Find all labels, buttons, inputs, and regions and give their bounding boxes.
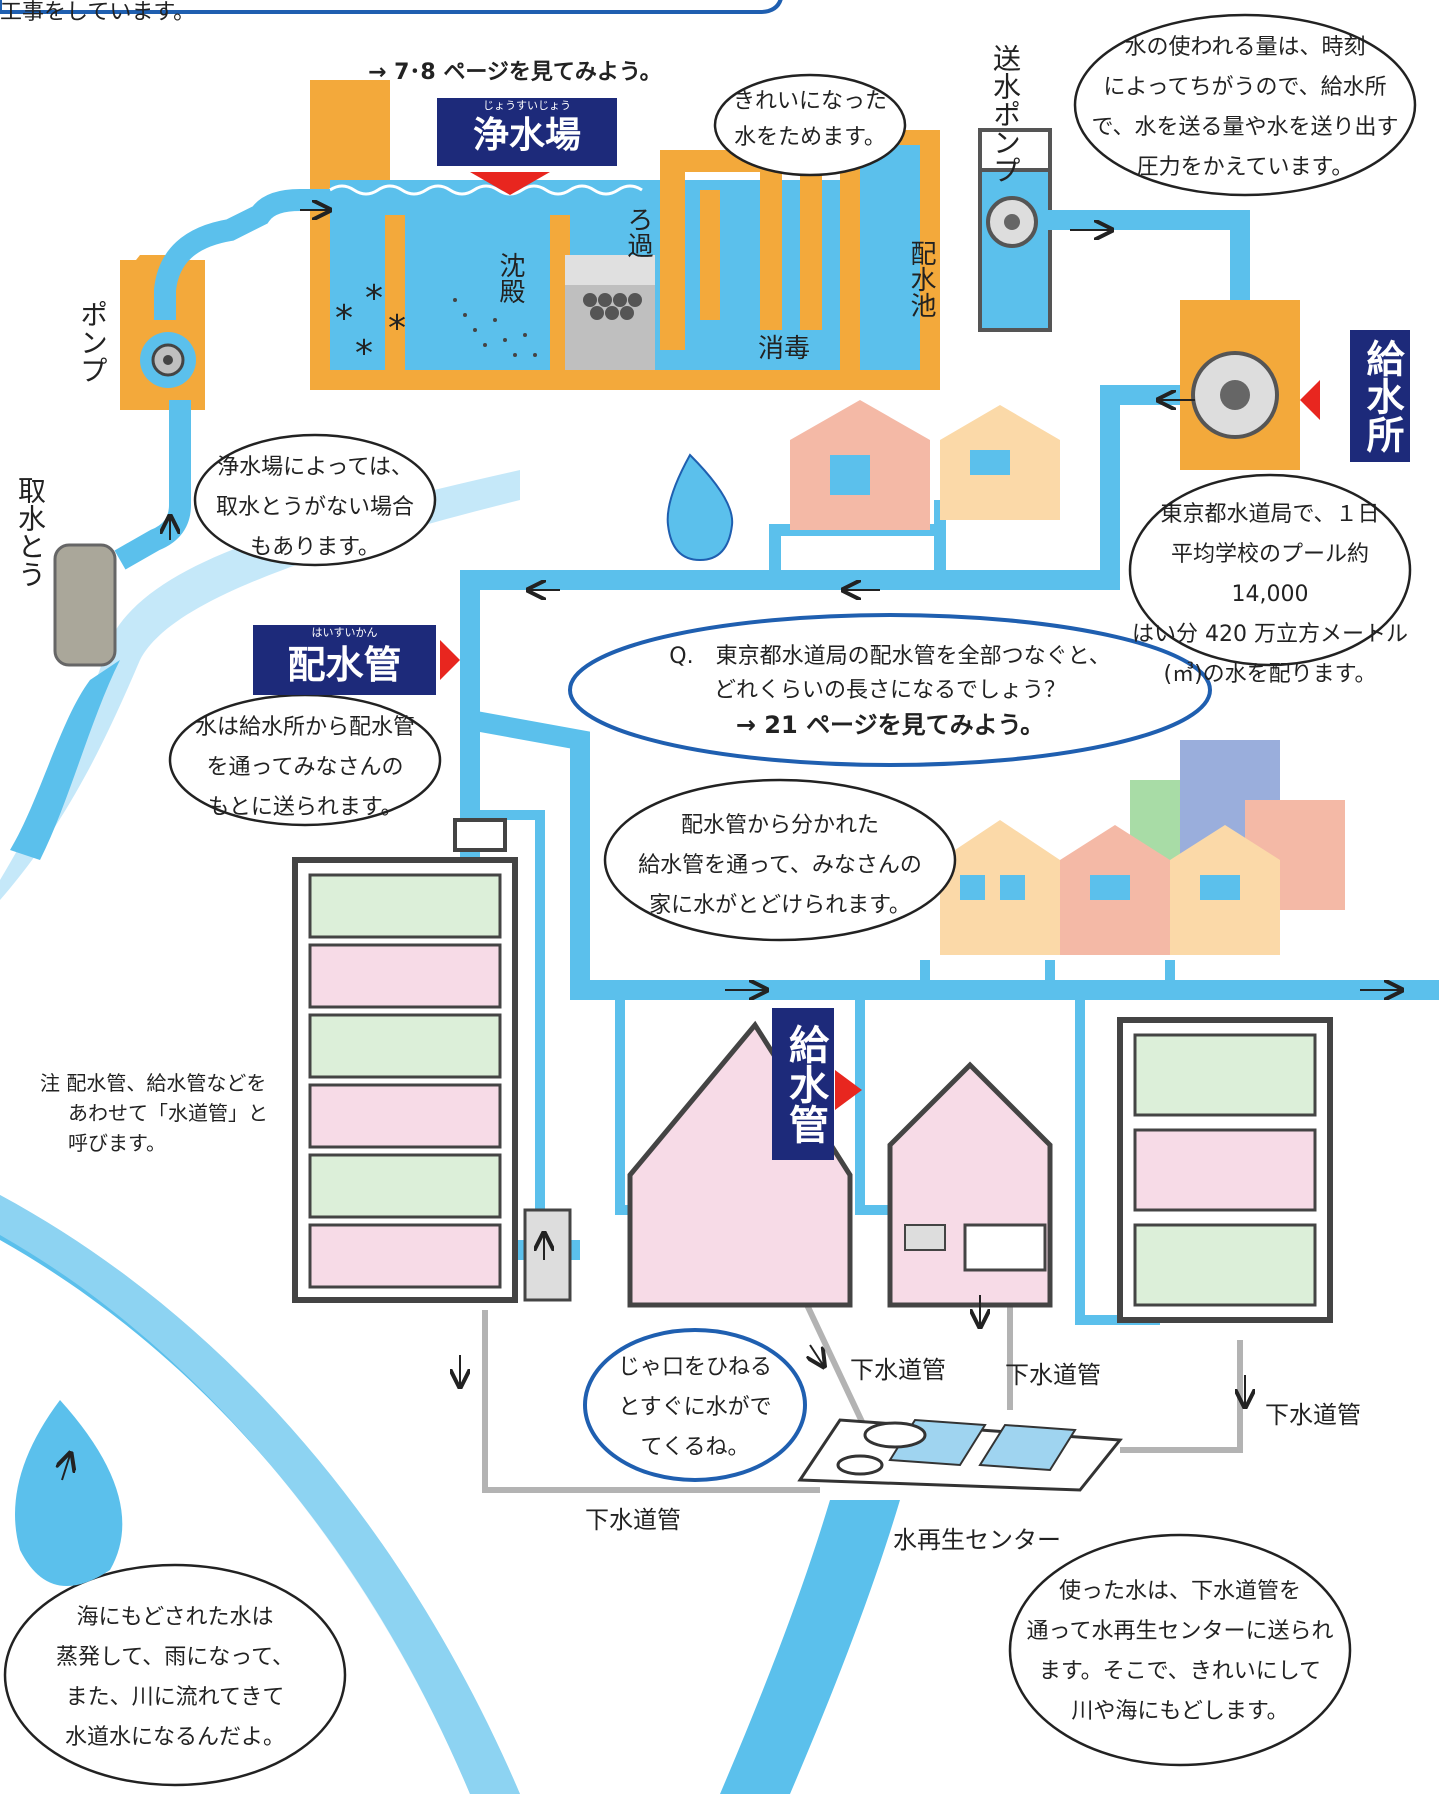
note-line-1: 注 配水管、給水管などを: [40, 1071, 267, 1095]
svg-text:*: *: [335, 298, 353, 339]
sewer-pipes: [482, 1288, 1243, 1493]
bubble-reclaim-line-2: 通って水再生センターに送られ: [1026, 1619, 1334, 1644]
bubble-question-shape: [568, 613, 1212, 767]
pipe-distribution-main: [468, 710, 1439, 1000]
supply-station-label: 給水所: [1350, 330, 1410, 462]
pump-left-label: ポンプ: [76, 300, 109, 384]
top-fragment: 工事をしています。: [0, 0, 196, 25]
distribution-pipe-label: はいすいかん 配水管: [253, 625, 436, 695]
red-arrow-distribution: [440, 640, 460, 680]
bubble-reclaim-line-1: 使った水は、下水道管を: [1058, 1579, 1301, 1604]
bubble-sent-line-3: もとに送られます。: [207, 795, 403, 820]
bubble-usage-line-2: によってちがうので、給水所: [1103, 75, 1387, 100]
bubble-volume-line-2: 平均学校のプール約 14,000: [1170, 542, 1369, 607]
bubble-evaporate: 海にもどされた水は 蒸発して、雨になって、 また、川に流れてきて 水道水になるん…: [15, 1598, 335, 1758]
bubble-usage-shape: [1073, 13, 1417, 197]
bubble-branched: 配水管から分かれた 給水管を通って、みなさんの 家に水がとどけられます。: [610, 806, 950, 926]
bubble-sent-line-2: を通ってみなさんの: [206, 755, 404, 780]
page-reference-top[interactable]: → 7･8 ページを見てみよう。: [368, 60, 662, 85]
bubble-no-intake-line-2: 取水とうがない場合: [215, 495, 414, 520]
svg-text:*: *: [355, 333, 373, 374]
bubble-evaporate-line-2: 蒸発して、雨になって、: [55, 1645, 295, 1670]
bubble-branched-shape: [603, 778, 957, 942]
bubble-usage: 水の使われる量は、時刻 によってちがうので、給水所 で、水を送る量や水を送り出す…: [1075, 28, 1415, 188]
distribution-pipe-text: 配水管: [287, 643, 402, 687]
note-line-2: あわせて「水道管」と: [68, 1101, 268, 1125]
bubble-reclaim-shape: [1008, 1533, 1352, 1767]
service-pipe-label: 給水管: [772, 1008, 834, 1160]
bubble-clean-water-line-1: きれいになった: [732, 89, 887, 114]
sewer-label-3: 下水道管: [1265, 1401, 1361, 1429]
red-arrow-plant: [470, 172, 550, 195]
bubble-branched-line-2: 給水管を通って、みなさんの: [638, 853, 922, 878]
bubble-faucet-line-3: てくるね。: [640, 1435, 750, 1460]
purification-plant-ruby: じょうすいじょう: [483, 99, 571, 112]
bubble-question: Q. 東京都水道局の配水管を全部つなぐと、 どれくらいの長さになるでしょう？ →…: [580, 640, 1200, 742]
river-lower-right: [720, 1500, 900, 1794]
bubble-no-intake-line-3: もあります。: [250, 535, 380, 560]
purification-plant-label: じょうすいじょう 浄水場: [437, 98, 617, 166]
bubble-usage-line-4: 圧力をかえています。: [1136, 155, 1354, 180]
intake-label: 取水とう: [14, 476, 47, 588]
bubble-no-intake: 浄水場によっては、 取水とうがない場合 もあります。: [200, 448, 430, 568]
svg-text:*: *: [365, 278, 383, 319]
bubble-volume-line-4: (㎥)の水を配ります。: [1163, 662, 1377, 687]
bubble-evaporate-line-4: 水道水になるんだよ。: [64, 1725, 285, 1750]
reservoir-label: 配水池: [906, 240, 936, 318]
bubble-sent-shape: [168, 693, 442, 827]
note-line-3: 呼びます。: [68, 1131, 166, 1155]
bubble-volume-shape: [1128, 473, 1412, 667]
bubble-reclaim: 使った水は、下水道管を 通って水再生センターに送られ ます。そこで、きれいにして…: [1015, 1572, 1345, 1732]
bubble-faucet-shape: [583, 1328, 807, 1482]
bubble-question-line-2: どれくらいの長さになるでしょう？: [713, 678, 1066, 703]
bubble-faucet: じゃ口をひねる とすぐに水がで てくるね。: [590, 1348, 800, 1468]
bubble-sent-line-1: 水は給水所から配水管: [194, 715, 415, 740]
top-box-border: [0, 0, 783, 14]
bubble-usage-line-3: で、水を送る量や水を送り出す: [1091, 115, 1399, 140]
bubble-sent: 水は給水所から配水管 を通ってみなさんの もとに送られます。: [175, 708, 435, 828]
bubble-clean-water-shape: [713, 73, 907, 177]
red-arrow-service: [835, 1070, 862, 1110]
bubble-reclaim-line-4: 川や海にもどします。: [1071, 1699, 1289, 1724]
mascot-drop: [666, 453, 734, 562]
red-arrow-station: [1300, 380, 1320, 420]
bubble-clean-water: きれいになった 水をためます。: [715, 84, 905, 156]
svg-text:*: *: [388, 308, 406, 349]
sewer-label-2: 下水道管: [1005, 1361, 1101, 1389]
sewer-label-4: 下水道管: [585, 1506, 681, 1534]
note-block: 注 配水管、給水管などを あわせて「水道管」と 呼びます。: [40, 1068, 268, 1158]
sedimentation-label: 沈殿: [495, 252, 525, 304]
intake-tower: [53, 543, 117, 667]
mascot-big: [15, 1400, 123, 1586]
purification-plant-text: 浄水場: [472, 115, 581, 156]
bubble-branched-line-1: 配水管から分かれた: [680, 813, 879, 838]
bubble-faucet-line-2: とすぐに水がで: [618, 1395, 772, 1420]
bubble-question-line-1: Q. 東京都水道局の配水管を全部つなぐと、: [669, 644, 1111, 669]
filtration-label: ろ過: [623, 206, 653, 258]
bubble-evaporate-line-3: また、川に流れてきて: [65, 1685, 285, 1710]
bubble-clean-water-line-2: 水をためます。: [734, 125, 886, 150]
bubble-no-intake-shape: [193, 433, 437, 567]
bubble-question-link[interactable]: → 21 ページを見てみよう。: [735, 711, 1045, 739]
bubble-volume: 東京都水道局で、１日 平均学校のプール約 14,000 はい分 420 万立方メ…: [1130, 495, 1410, 695]
bubble-volume-line-3: はい分 420 万立方メートル: [1132, 622, 1408, 647]
pipe-to-station: [1040, 210, 1250, 300]
sewer-label-1: 下水道管: [850, 1356, 946, 1384]
disinfection-label: 消毒: [758, 334, 811, 364]
bubble-reclaim-line-3: ます。そこで、きれいにして: [1038, 1659, 1322, 1684]
bubble-volume-line-1: 東京都水道局で、１日: [1160, 502, 1380, 527]
send-pump-label: 送水ポンプ: [989, 44, 1022, 184]
distribution-pipe-ruby: はいすいかん: [311, 626, 378, 639]
bubble-branched-line-3: 家に水がとどけられます。: [649, 893, 911, 918]
bubble-evaporate-line-1: 海にもどされた水は: [76, 1605, 274, 1630]
bubble-usage-line-1: 水の使われる量は、時刻: [1124, 35, 1366, 60]
bubble-no-intake-line-1: 浄水場によっては、: [217, 455, 413, 480]
bubble-faucet-line-1: じゃ口をひねる: [617, 1355, 772, 1380]
reclamation-center-label: 水再生センター: [893, 1526, 1061, 1554]
bubble-evaporate-shape: [3, 1563, 347, 1787]
